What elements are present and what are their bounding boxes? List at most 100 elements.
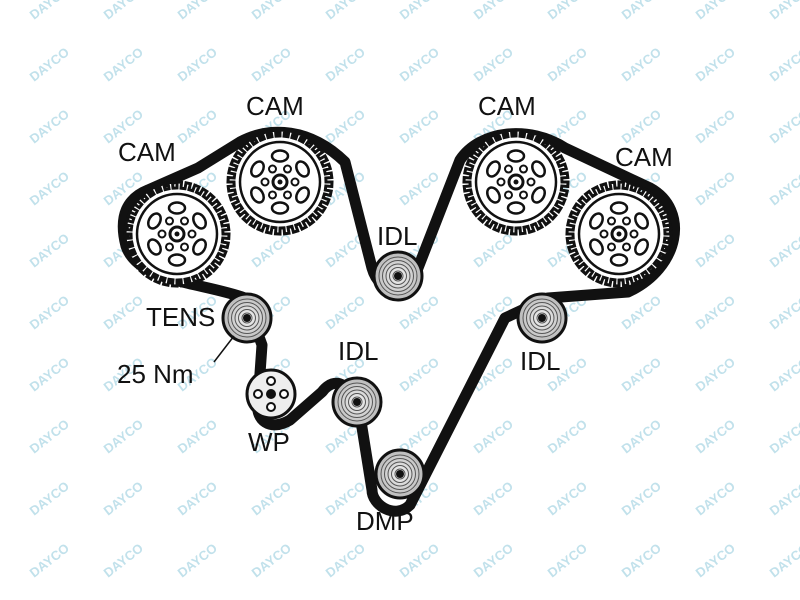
svg-text:DAYCO: DAYCO — [101, 0, 146, 22]
wp-label: WP — [248, 427, 290, 457]
svg-text:DAYCO: DAYCO — [27, 230, 72, 270]
svg-text:DAYCO: DAYCO — [249, 540, 294, 580]
svg-text:DAYCO: DAYCO — [101, 292, 146, 332]
svg-text:DAYCO: DAYCO — [101, 478, 146, 518]
idl-label-top: IDL — [377, 221, 417, 251]
svg-text:DAYCO: DAYCO — [545, 478, 590, 518]
svg-text:DAYCO: DAYCO — [397, 106, 442, 146]
svg-text:DAYCO: DAYCO — [27, 416, 72, 456]
cam-label-4: CAM — [615, 142, 673, 172]
svg-text:DAYCO: DAYCO — [175, 44, 220, 84]
svg-text:DAYCO: DAYCO — [767, 0, 800, 22]
svg-text:DAYCO: DAYCO — [101, 416, 146, 456]
svg-text:DAYCO: DAYCO — [471, 540, 516, 580]
svg-text:DAYCO: DAYCO — [397, 168, 442, 208]
svg-text:DAYCO: DAYCO — [175, 478, 220, 518]
svg-text:DAYCO: DAYCO — [323, 106, 368, 146]
svg-text:DAYCO: DAYCO — [27, 354, 72, 394]
svg-text:DAYCO: DAYCO — [693, 354, 738, 394]
svg-text:DAYCO: DAYCO — [693, 416, 738, 456]
svg-text:DAYCO: DAYCO — [693, 292, 738, 332]
svg-text:DAYCO: DAYCO — [471, 478, 516, 518]
svg-text:DAYCO: DAYCO — [767, 168, 800, 208]
svg-text:DAYCO: DAYCO — [249, 0, 294, 22]
svg-text:DAYCO: DAYCO — [693, 0, 738, 22]
svg-text:DAYCO: DAYCO — [323, 0, 368, 22]
svg-text:DAYCO: DAYCO — [767, 44, 800, 84]
svg-text:DAYCO: DAYCO — [693, 106, 738, 146]
cam-label-3: CAM — [478, 91, 536, 121]
svg-text:DAYCO: DAYCO — [693, 540, 738, 580]
svg-text:DAYCO: DAYCO — [27, 106, 72, 146]
svg-text:DAYCO: DAYCO — [27, 292, 72, 332]
svg-text:DAYCO: DAYCO — [397, 354, 442, 394]
cam-pulley-3 — [462, 128, 570, 236]
tensioner — [221, 292, 273, 344]
svg-text:DAYCO: DAYCO — [693, 230, 738, 270]
svg-text:DAYCO: DAYCO — [249, 230, 294, 270]
svg-text:DAYCO: DAYCO — [471, 230, 516, 270]
svg-text:DAYCO: DAYCO — [323, 292, 368, 332]
svg-text:DAYCO: DAYCO — [545, 416, 590, 456]
svg-text:DAYCO: DAYCO — [767, 292, 800, 332]
idler-mid — [331, 376, 383, 428]
svg-text:DAYCO: DAYCO — [619, 478, 664, 518]
svg-text:DAYCO: DAYCO — [175, 106, 220, 146]
svg-text:DAYCO: DAYCO — [249, 478, 294, 518]
svg-text:DAYCO: DAYCO — [249, 44, 294, 84]
svg-text:DAYCO: DAYCO — [693, 168, 738, 208]
idler-top — [372, 250, 424, 302]
cam-label-1: CAM — [118, 137, 176, 167]
torque-leader-line — [213, 335, 235, 363]
svg-text:DAYCO: DAYCO — [175, 416, 220, 456]
svg-text:DAYCO: DAYCO — [323, 44, 368, 84]
cam-pulley-1 — [123, 180, 231, 288]
tens-label: TENS — [146, 302, 215, 332]
svg-text:DAYCO: DAYCO — [397, 540, 442, 580]
svg-text:DAYCO: DAYCO — [101, 540, 146, 580]
cam-pulley-2 — [226, 128, 334, 236]
svg-text:DAYCO: DAYCO — [619, 540, 664, 580]
idler-right — [516, 292, 568, 344]
svg-text:DAYCO: DAYCO — [323, 540, 368, 580]
svg-text:DAYCO: DAYCO — [545, 44, 590, 84]
svg-text:DAYCO: DAYCO — [767, 106, 800, 146]
svg-text:DAYCO: DAYCO — [175, 540, 220, 580]
svg-text:DAYCO: DAYCO — [767, 354, 800, 394]
svg-text:DAYCO: DAYCO — [175, 0, 220, 22]
svg-text:DAYCO: DAYCO — [767, 540, 800, 580]
idl-label-mid: IDL — [338, 336, 378, 366]
svg-text:DAYCO: DAYCO — [545, 0, 590, 22]
svg-text:DAYCO: DAYCO — [767, 416, 800, 456]
svg-text:DAYCO: DAYCO — [767, 230, 800, 270]
svg-text:DAYCO: DAYCO — [619, 416, 664, 456]
svg-text:DAYCO: DAYCO — [397, 44, 442, 84]
svg-text:DAYCO: DAYCO — [397, 0, 442, 22]
svg-text:DAYCO: DAYCO — [27, 0, 72, 22]
cam-pulley-4 — [565, 180, 673, 288]
svg-text:DAYCO: DAYCO — [545, 540, 590, 580]
svg-text:DAYCO: DAYCO — [619, 354, 664, 394]
svg-text:DAYCO: DAYCO — [471, 0, 516, 22]
svg-text:DAYCO: DAYCO — [619, 0, 664, 22]
svg-text:DAYCO: DAYCO — [767, 478, 800, 518]
svg-text:DAYCO: DAYCO — [27, 540, 72, 580]
torque-label: 25 Nm — [117, 359, 194, 389]
svg-text:DAYCO: DAYCO — [471, 44, 516, 84]
svg-text:DAYCO: DAYCO — [101, 44, 146, 84]
cam-label-2: CAM — [246, 91, 304, 121]
svg-text:DAYCO: DAYCO — [471, 416, 516, 456]
svg-text:DAYCO: DAYCO — [693, 44, 738, 84]
svg-text:DAYCO: DAYCO — [27, 44, 72, 84]
water-pump-pulley — [245, 368, 297, 420]
svg-text:DAYCO: DAYCO — [619, 106, 664, 146]
damper-pulley — [374, 448, 426, 500]
svg-text:DAYCO: DAYCO — [693, 478, 738, 518]
svg-text:DAYCO: DAYCO — [619, 292, 664, 332]
svg-text:DAYCO: DAYCO — [619, 44, 664, 84]
idl-label-right: IDL — [520, 346, 560, 376]
svg-text:DAYCO: DAYCO — [27, 478, 72, 518]
svg-text:DAYCO: DAYCO — [27, 168, 72, 208]
dmp-label: DMP — [356, 506, 414, 536]
